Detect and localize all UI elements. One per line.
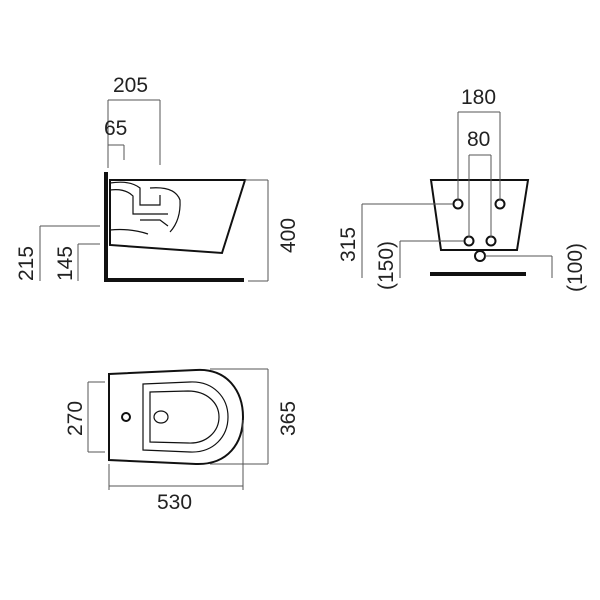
side-view: 205 65 400 215 145 — [15, 74, 300, 282]
dimension-side-height: 400 — [245, 179, 300, 282]
plan-drain — [153, 410, 169, 424]
rear-view: 180 80 315 (150) (100) — [337, 86, 587, 292]
waste-hole — [474, 250, 486, 262]
plan-tap-hole — [121, 412, 131, 422]
label-pipe-centres: 80 — [467, 128, 490, 151]
label-overall-width: 365 — [277, 401, 300, 436]
dimension-plan-overall-width: 365 — [210, 368, 300, 465]
dimension-plan-length: 530 — [108, 420, 244, 514]
plan-view-rim — [149, 390, 220, 444]
label-inlet-height: 215 — [15, 246, 38, 281]
side-view-floor — [104, 278, 244, 282]
supply-hole-right — [485, 235, 497, 247]
side-view-wall — [104, 172, 108, 282]
dimension-rear-supply-height: (150) — [375, 240, 464, 290]
dimension-rear-waste-height: (100) — [485, 243, 587, 292]
plan-view: 270 365 530 — [64, 368, 300, 514]
dimension-side-waste-height: 145 — [54, 243, 100, 281]
dimension-side-waste-offset: 65 — [104, 117, 127, 160]
dimension-plan-inner-width: 270 — [64, 381, 105, 453]
label-waste-offset: 65 — [104, 117, 127, 140]
label-waste-height: 145 — [54, 246, 77, 281]
fixing-hole-right — [494, 198, 506, 210]
dimension-rear-pipe-centres: 80 — [467, 128, 492, 237]
dimension-side-depth: 205 — [107, 74, 161, 168]
label-fixing-centres: 180 — [461, 86, 496, 109]
label-inner-width: 270 — [64, 401, 87, 436]
label-length: 530 — [157, 491, 192, 514]
dimension-rear-fixing-height: 315 — [337, 203, 453, 278]
rear-view-body — [429, 179, 530, 251]
label-supply-height: (150) — [375, 241, 398, 290]
dimension-side-inlet-height: 215 — [15, 225, 100, 281]
label-height: 400 — [277, 218, 300, 253]
side-view-pipework — [109, 181, 181, 235]
label-depth-total: 205 — [113, 74, 148, 97]
rear-view-floor — [430, 272, 526, 276]
supply-hole-left — [463, 235, 475, 247]
fixing-hole-left — [452, 198, 464, 210]
label-waste-height-rear: (100) — [564, 243, 587, 292]
plan-view-bowl — [142, 381, 229, 453]
dimension-rear-fixing-centres: 180 — [457, 86, 501, 200]
side-view-body — [109, 179, 247, 255]
label-fixing-height: 315 — [337, 227, 360, 262]
